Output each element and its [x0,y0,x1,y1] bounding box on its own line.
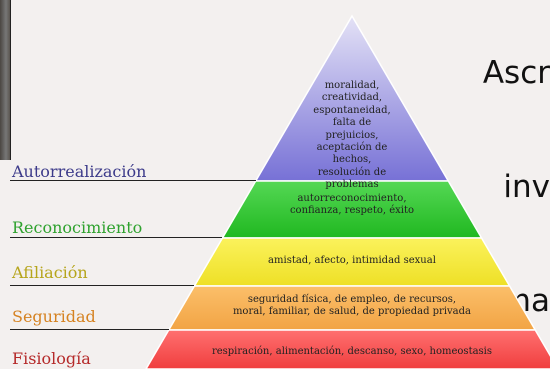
level-label-seguridad: Seguridad [12,307,96,326]
band-text-line: espontaneidad, [313,104,391,116]
level-guide-line-autorrealizacion [10,180,256,181]
band-text-reconocimiento: autorreconocimiento,confianza, respeto, … [244,193,461,218]
band-text-seguridad: seguridad física, de empleo, de recursos… [185,294,519,319]
pyramid-band-fisiologia [145,329,550,369]
heading-line-1: Ascr [482,55,550,91]
heading-line-2: inv [503,169,550,205]
band-text-line: confianza, respeto, éxito [289,205,415,217]
band-text-line: moralidad, [324,80,380,91]
portrait-photo [0,0,11,160]
band-text-line: moral, familiar, de salud, de propiedad … [232,306,471,318]
band-text-autorrealizacion: moralidad,creatividad,espontaneidad,falt… [310,80,395,192]
level-label-fisiologia: Fisiología [12,349,91,368]
band-text-line: autorreconocimiento, [297,193,407,204]
band-text-line: resolución de problemas [317,166,387,191]
level-guide-line-afiliacion [10,285,195,286]
level-label-reconocimiento: Reconocimiento [12,218,143,237]
band-text-line: aceptación de hechos, [316,142,388,166]
band-text-line: amistad, afecto, intimidad sexual [268,255,436,266]
band-text-line: seguridad física, de empleo, de recursos… [247,294,457,305]
level-label-autorrealizacion: Autorrealización [12,162,147,181]
level-label-afiliacion: Afiliación [12,263,88,282]
band-text-fisiologia: respiración, alimentación, descanso, sex… [154,346,549,358]
band-text-line: creatividad, [321,92,383,104]
band-text-afiliacion: amistad, afecto, intimidad sexual [208,255,497,267]
level-guide-line-seguridad [10,329,169,330]
level-guide-line-reconocimiento [10,237,223,238]
band-text-line: falta de prejuicios, [325,117,379,141]
band-text-line: respiración, alimentación, descanso, sex… [211,346,493,357]
